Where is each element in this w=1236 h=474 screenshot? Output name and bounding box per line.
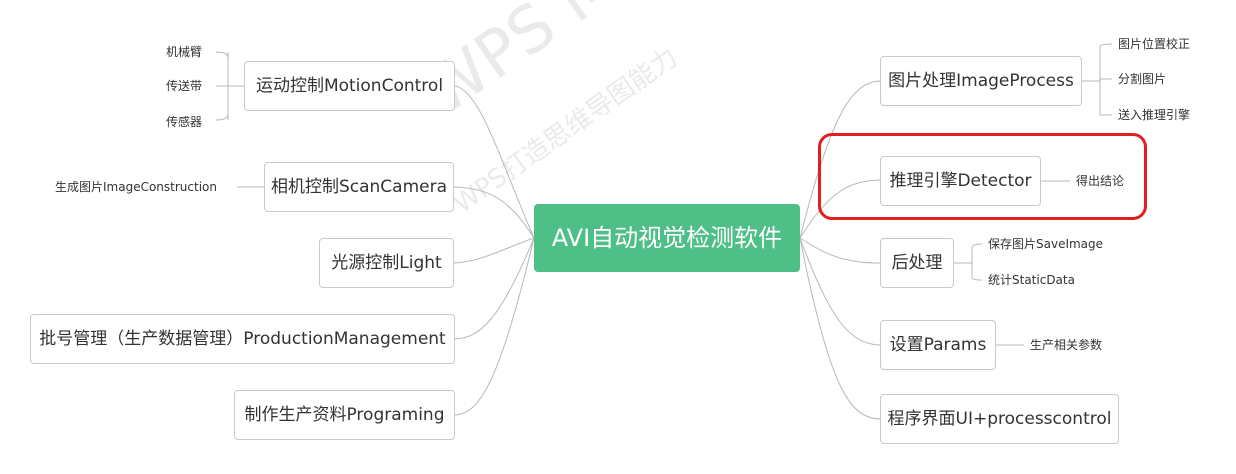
connector: [453, 237, 535, 264]
leaf-save-image[interactable]: 保存图片SaveImage: [988, 237, 1104, 251]
topic-post-process[interactable]: 后处理: [880, 238, 954, 288]
highlight-box: [818, 133, 1147, 220]
leaf-send-to-inference[interactable]: 送入推理引擎: [1118, 108, 1191, 122]
connector: [215, 51, 229, 59]
central-topic[interactable]: AVI自动视觉检测软件: [534, 204, 800, 272]
connector: [454, 237, 535, 416]
leaf-static-data[interactable]: 统计StaticData: [988, 273, 1075, 287]
topic-production-management[interactable]: 批号管理（生产数据管理）ProductionManagement: [30, 314, 455, 364]
leaf-robot-arm[interactable]: 机械臂: [166, 45, 203, 59]
connector: [454, 237, 535, 340]
topic-light[interactable]: 光源控制Light: [319, 238, 454, 288]
topic-scan-camera[interactable]: 相机控制ScanCamera: [264, 162, 454, 212]
connector: [1099, 43, 1113, 48]
leaf-sensor[interactable]: 传感器: [166, 115, 203, 129]
connector: [453, 186, 535, 239]
topic-ui-process-control[interactable]: 程序界面UI+processcontrol: [880, 394, 1119, 444]
connector: [799, 179, 881, 239]
topic-motion-control[interactable]: 运动控制MotionControl: [244, 61, 455, 111]
connector: [971, 243, 983, 249]
topic-programing[interactable]: 制作生产资料Programing: [234, 390, 455, 440]
topic-image-process[interactable]: 图片处理ImageProcess: [880, 56, 1082, 106]
leaf-image-position-correction[interactable]: 图片位置校正: [1118, 37, 1191, 51]
connector: [971, 277, 983, 281]
leaf-conveyor[interactable]: 传送带: [166, 79, 203, 93]
connector: [454, 85, 535, 239]
connector: [799, 237, 881, 420]
connector: [799, 237, 881, 264]
connector: [799, 80, 881, 239]
connector: [799, 237, 881, 346]
leaf-production-params[interactable]: 生产相关参数: [1030, 338, 1103, 352]
topic-detector[interactable]: 推理引擎Detector: [880, 156, 1041, 206]
topic-params[interactable]: 设置Params: [880, 320, 996, 370]
leaf-conclusion[interactable]: 得出结论: [1076, 174, 1125, 188]
leaf-image-construction[interactable]: 生成图片ImageConstruction: [55, 180, 217, 194]
leaf-split-image[interactable]: 分割图片: [1118, 72, 1167, 86]
connector: [215, 113, 229, 121]
